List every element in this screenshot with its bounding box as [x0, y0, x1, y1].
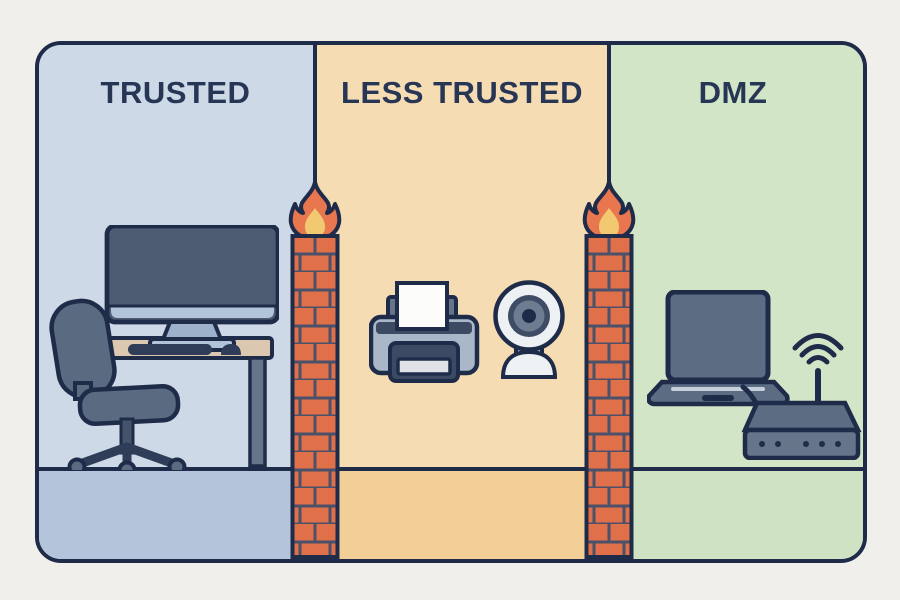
- mouse-icon: [221, 344, 241, 355]
- webcam-base: [500, 349, 558, 379]
- floor-less-trusted: [315, 467, 609, 559]
- zone-label-less-trusted: LESS TRUSTED: [341, 75, 583, 110]
- printer-icon: [369, 281, 480, 383]
- wifi-router-icon: [740, 333, 862, 460]
- zone-label-dmz: DMZ: [698, 75, 768, 110]
- brick-wall: [584, 234, 634, 559]
- paper-sheet: [395, 281, 449, 331]
- keyboard-icon: [128, 344, 212, 355]
- router-leds: [759, 441, 841, 447]
- desk-leg: [248, 356, 267, 468]
- floor-trusted: [39, 467, 315, 559]
- webcam-icon: [493, 280, 565, 379]
- office-chair-icon: [49, 298, 187, 470]
- firewall-1-icon: [288, 180, 342, 559]
- desktop-workstation-icon: [49, 225, 279, 470]
- firewall-2-icon: [582, 180, 636, 559]
- network-zones-diagram: TRUSTED LESS TRUSTED DMZ: [35, 41, 867, 563]
- wifi-signal-icon: [792, 333, 844, 365]
- laptop-trackpad: [702, 395, 734, 401]
- brick-wall: [290, 234, 340, 559]
- webcam-lens: [522, 309, 536, 323]
- floor-dmz: [609, 467, 863, 559]
- zone-label-trusted: TRUSTED: [100, 75, 251, 110]
- desktop-computer-icon: [104, 225, 279, 325]
- laptop-icon: [647, 290, 790, 407]
